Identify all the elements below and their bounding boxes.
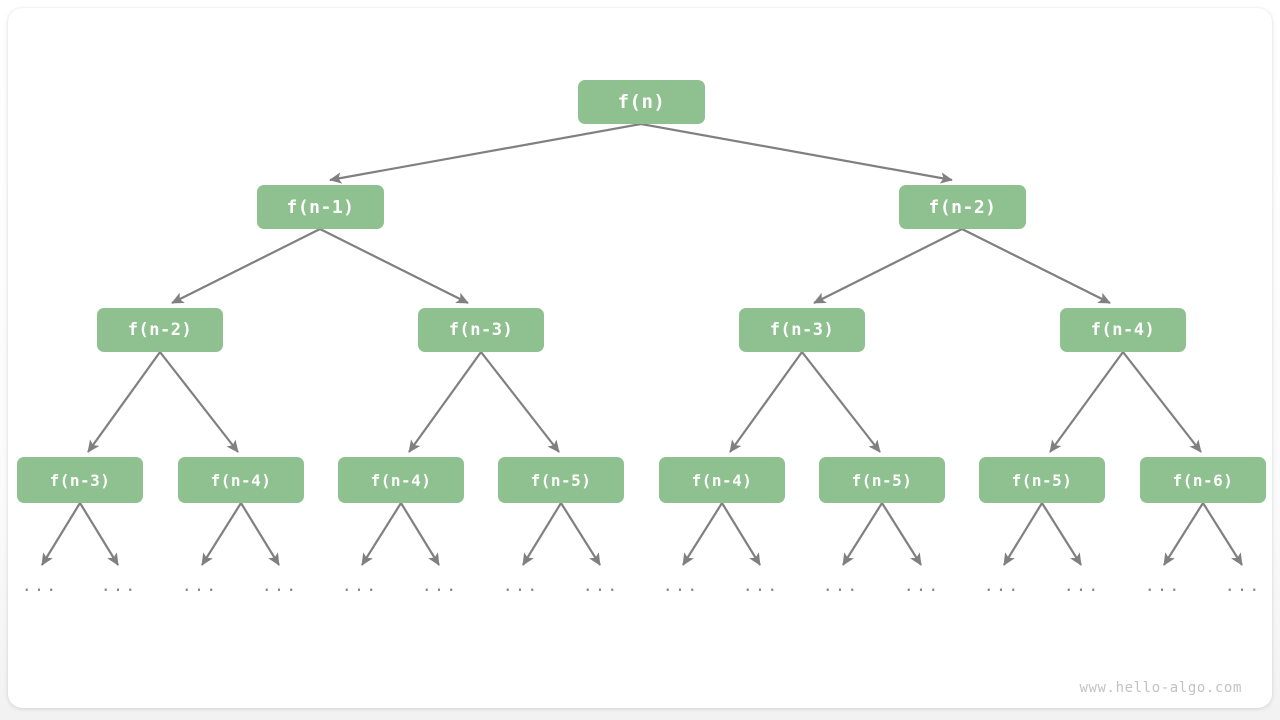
ellipsis-node: ... [502,576,540,596]
tree-node-fn[interactable]: f(n) [578,80,705,124]
tree-node-fn-5[interactable]: f(n-5) [498,457,624,503]
ellipsis-node: ... [341,576,379,596]
ellipsis-node: ... [1063,576,1101,596]
tree-node-fn-5[interactable]: f(n-5) [819,457,945,503]
ellipsis-node: ... [100,576,138,596]
ellipsis-node: ... [21,576,59,596]
ellipsis-node: ... [822,576,860,596]
ellipsis-node: ... [261,576,299,596]
tree-node-fn-3[interactable]: f(n-3) [739,308,865,352]
tree-node-fn-3[interactable]: f(n-3) [17,457,143,503]
watermark: www.hello-algo.com [1079,680,1242,696]
tree-node-fn-5[interactable]: f(n-5) [979,457,1105,503]
tree-node-fn-6[interactable]: f(n-6) [1140,457,1266,503]
tree-node-fn-4[interactable]: f(n-4) [1060,308,1186,352]
tree-node-fn-2[interactable]: f(n-2) [899,185,1026,229]
ellipsis-node: ... [1144,576,1182,596]
ellipsis-node: ... [181,576,219,596]
ellipsis-node: ... [662,576,700,596]
ellipsis-node: ... [421,576,459,596]
tree-node-fn-4[interactable]: f(n-4) [178,457,304,503]
tree-node-fn-1[interactable]: f(n-1) [257,185,384,229]
tree-node-fn-2[interactable]: f(n-2) [97,308,223,352]
tree-node-fn-4[interactable]: f(n-4) [338,457,464,503]
tree-node-fn-3[interactable]: f(n-3) [418,308,544,352]
ellipsis-node: ... [1224,576,1262,596]
ellipsis-node: ... [582,576,620,596]
ellipsis-node: ... [983,576,1021,596]
tree-node-fn-4[interactable]: f(n-4) [659,457,785,503]
ellipsis-node: ... [742,576,780,596]
ellipsis-node: ... [903,576,941,596]
